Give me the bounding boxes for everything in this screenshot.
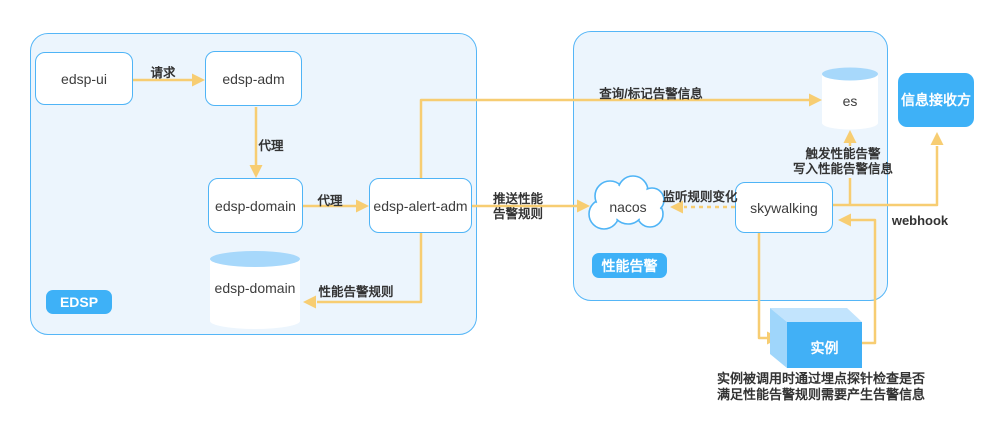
edge-trigger-line1: 触发性能告警: [805, 147, 881, 161]
instance-caption-line1: 实例被调用时通过埋点探针检查是否: [716, 371, 926, 386]
node-edsp-domain-label: edsp-domain: [215, 197, 296, 214]
node-edsp-domain: edsp-domain: [208, 178, 303, 233]
node-skywalking-label: skywalking: [750, 199, 818, 216]
node-skywalking: skywalking: [735, 182, 833, 233]
arrowhead: [577, 199, 590, 213]
instance-label: 实例: [810, 340, 839, 356]
edge-instance-to-sky-line: [851, 218, 877, 345]
node-edsp-adm-label: edsp-adm: [222, 70, 285, 87]
arrowhead: [843, 130, 857, 143]
edge-proxy-domain-label: 代理: [317, 194, 343, 208]
edge-query-mark-label: 查询/标记告警信息: [599, 87, 703, 101]
arrowhead: [249, 165, 263, 178]
edge-perf-rule-line: [317, 233, 423, 304]
edge-webhook-label: webhook: [891, 213, 949, 228]
node-edsp-ui: edsp-ui: [35, 52, 133, 105]
edge-query-mark-line: [419, 98, 809, 178]
arrowhead: [192, 73, 205, 87]
nacos-label: nacos: [609, 199, 647, 215]
es-cylinder: [822, 67, 878, 130]
edge-perf-rule-label: 性能告警规则: [318, 285, 394, 299]
arrowhead: [356, 199, 369, 213]
instance-caption: 实例被调用时通过埋点探针检查是否 满足性能告警规则需要产生告警信息: [717, 371, 925, 402]
edge-push-rule-label: 推送性能 告警规则: [493, 192, 543, 222]
nacos-cloud-shape: [588, 175, 665, 230]
perf-group-badge-label: 性能告警: [601, 257, 658, 274]
edsp-domain-db-cylinder: [210, 251, 300, 329]
node-edsp-alert-adm-label: edsp-alert-adm: [373, 197, 468, 214]
node-receiver-label: 信息接收方: [901, 92, 971, 108]
arrowhead: [809, 93, 822, 107]
instance-caption-line2: 满足性能告警规则需要产生告警信息: [716, 386, 926, 402]
node-edsp-alert-adm: edsp-alert-adm: [369, 178, 472, 233]
edge-sky-to-instance-line: [757, 233, 767, 340]
node-receiver: 信息接收方: [898, 73, 974, 127]
arrowhead: [838, 213, 851, 227]
instance-cube: [770, 308, 862, 368]
es-label: es: [842, 93, 858, 109]
node-edsp-ui-label: edsp-ui: [61, 70, 107, 87]
node-edsp-adm: edsp-adm: [205, 51, 302, 106]
edge-push-rule-line2: 告警规则: [492, 207, 544, 221]
edge-request-label: 请求: [150, 66, 176, 80]
edge-trigger-label: 触发性能告警 写入性能告警信息: [793, 147, 893, 177]
edsp-group-badge-label: EDSP: [59, 294, 99, 310]
arrowhead: [303, 295, 316, 309]
arrowhead: [670, 200, 683, 214]
edge-push-rule-line1: 推送性能: [492, 192, 544, 206]
edsp-group-badge: EDSP: [46, 290, 112, 314]
perf-group-badge: 性能告警: [592, 253, 667, 278]
edge-listen-label: 监听规则变化: [662, 190, 738, 204]
edge-webhook-line: [833, 146, 939, 207]
edge-trigger-line2: 写入性能告警信息: [792, 162, 894, 176]
edge-proxy-adm-label: 代理: [258, 139, 284, 153]
edsp-domain-db-label: edsp-domain: [214, 280, 296, 296]
arrowhead: [930, 132, 944, 145]
